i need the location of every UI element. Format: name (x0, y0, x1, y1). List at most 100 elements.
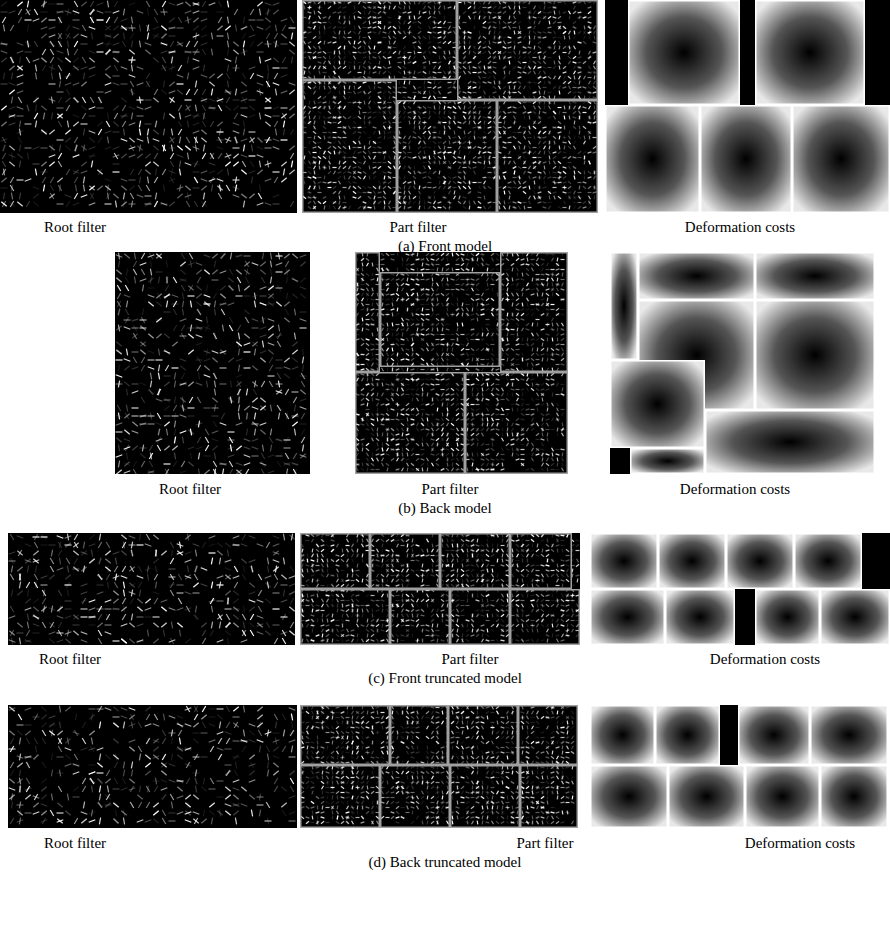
hog-stroke (449, 61, 450, 65)
hog-stroke (499, 106, 500, 110)
hog-stroke (304, 31, 305, 35)
hog-stroke (559, 56, 560, 60)
hog-stroke (409, 16, 410, 20)
hog-stroke (429, 71, 430, 75)
hog-stroke (559, 46, 560, 50)
hog-stroke (499, 81, 500, 85)
hog-stroke (429, 11, 430, 15)
hog-stroke (469, 41, 470, 45)
hog-stroke (319, 46, 320, 50)
hog-stroke (314, 101, 315, 105)
hog-stroke (539, 91, 540, 95)
hog-stroke (429, 61, 430, 65)
hog-stroke (554, 61, 555, 65)
hog-stroke (364, 11, 365, 15)
hog-stroke (529, 31, 530, 35)
hog-stroke (314, 26, 315, 30)
hog-stroke (594, 36, 595, 40)
hog-stroke (559, 86, 560, 90)
hog-stroke (514, 41, 515, 45)
hog-stroke (544, 6, 545, 10)
hog-stroke (459, 86, 460, 90)
hog-stroke (554, 46, 555, 50)
hog-stroke (574, 76, 575, 80)
hog-stroke (579, 81, 580, 85)
hog-stroke (309, 101, 310, 105)
hog-stroke (414, 111, 415, 115)
hog-stroke (549, 21, 550, 25)
hog-stroke (534, 36, 535, 40)
hog-stroke (439, 56, 440, 60)
root-filter-image (0, 0, 297, 213)
hog-stroke (354, 16, 355, 20)
hog-stroke (339, 36, 340, 40)
hog-stroke (474, 16, 475, 20)
hog-stroke (369, 71, 370, 75)
hog-stroke (559, 11, 560, 15)
hog-stroke (544, 56, 545, 60)
hog-stroke (459, 21, 460, 25)
hog-stroke (359, 66, 360, 70)
hog-stroke (454, 51, 455, 55)
hog-stroke (449, 66, 450, 70)
hog-stroke (454, 6, 455, 10)
hog-stroke (509, 71, 510, 75)
hog-stroke (454, 66, 455, 70)
hog-stroke (554, 11, 555, 15)
hog-stroke (304, 71, 305, 75)
hog-stroke (494, 31, 495, 35)
hog-stroke (399, 26, 400, 30)
hog-stroke (399, 51, 400, 55)
hog-stroke (449, 51, 450, 55)
hog-stroke (429, 36, 430, 40)
hog-stroke (389, 41, 390, 45)
hog-stroke (419, 11, 420, 15)
hog-stroke (504, 71, 505, 75)
hog-stroke (514, 86, 515, 90)
hog-stroke (544, 106, 545, 110)
hog-stroke (404, 61, 405, 65)
hog-stroke (529, 36, 530, 40)
hog-stroke (504, 116, 505, 120)
hog-stroke (339, 31, 340, 35)
hog-stroke (479, 111, 480, 115)
hog-stroke (354, 86, 355, 90)
hog-stroke (469, 66, 470, 70)
hog-stroke (579, 76, 580, 80)
hog-stroke (444, 111, 445, 115)
hog-stroke (464, 46, 465, 50)
hog-stroke (589, 31, 590, 35)
hog-stroke (329, 101, 330, 105)
hog-stroke (334, 61, 335, 65)
hog-stroke (409, 31, 410, 35)
hog-stroke (514, 31, 515, 35)
hog-stroke (444, 6, 445, 10)
hog-stroke (514, 46, 515, 50)
hog-stroke (569, 116, 570, 120)
hog-stroke (559, 111, 560, 115)
hog-stroke (324, 26, 325, 30)
hog-stroke (489, 31, 490, 35)
hog-stroke (354, 6, 355, 10)
hog-stroke (544, 81, 545, 85)
hog-stroke (349, 21, 350, 25)
hog-stroke (549, 46, 550, 50)
hog-stroke (304, 96, 305, 100)
hog-stroke (414, 51, 415, 55)
hog-stroke (509, 86, 510, 90)
hog-stroke (524, 116, 525, 120)
hog-stroke (489, 41, 490, 45)
hog-stroke (359, 36, 360, 40)
hog-stroke (474, 56, 475, 60)
hog-stroke (439, 111, 440, 115)
hog-stroke (404, 81, 405, 85)
hog-stroke (499, 56, 500, 60)
hog-stroke (344, 91, 345, 95)
hog-stroke (409, 56, 410, 60)
hog-stroke (459, 41, 460, 45)
hog-stroke (329, 56, 330, 60)
hog-stroke (354, 26, 355, 30)
hog-stroke (409, 81, 410, 85)
hog-stroke (414, 71, 415, 75)
hog-stroke (384, 6, 385, 10)
